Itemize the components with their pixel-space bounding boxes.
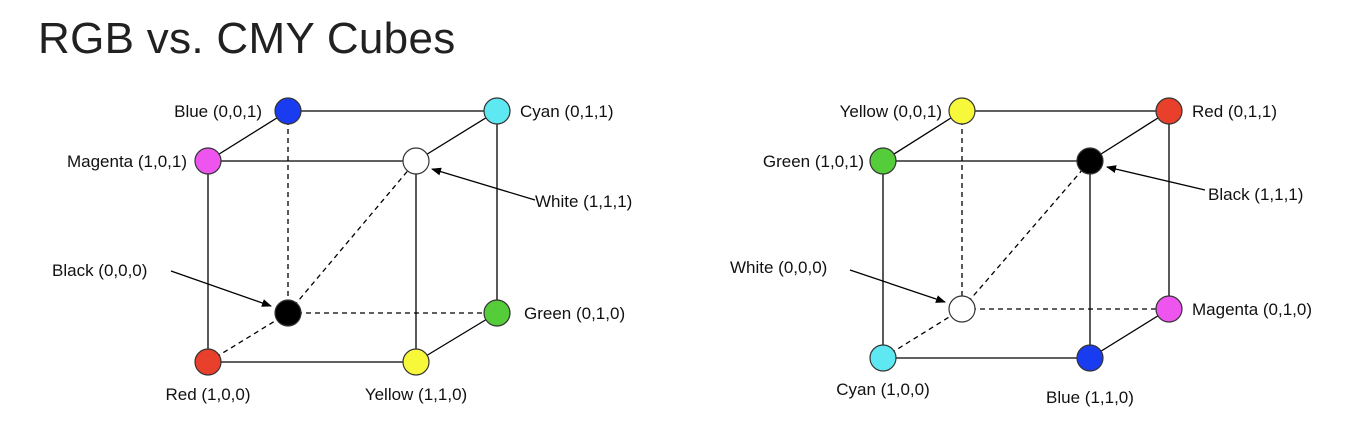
vertex-label-red: Red (1,0,0) [165,385,250,404]
vertex-yellow [948,97,976,125]
vertex-white [402,147,430,175]
vertex-magenta [194,147,222,175]
vertex-label-white: White (1,1,1) [535,192,632,211]
vertex-green [869,147,897,175]
edge [207,110,289,162]
vertex-black [274,299,302,327]
page-title: RGB vs. CMY Cubes [38,14,456,63]
vertex-label-red: Red (0,1,1) [1192,102,1277,121]
vertex-label-cyan: Cyan (0,1,1) [520,102,614,121]
vertex-blue [1076,344,1104,372]
vertex-cyan [483,97,511,125]
vertex-white [948,295,976,323]
vertex-label-green: Green (1,0,1) [763,152,864,171]
edge [882,110,963,162]
vertex-label-yellow: Yellow (0,0,1) [840,102,942,121]
vertex-label-black: Black (0,0,0) [52,261,147,280]
vertex-label-black: Black (1,1,1) [1208,185,1303,204]
edge [1089,110,1170,162]
vertex-label-blue: Blue (0,0,1) [174,102,262,121]
vertex-yellow [402,348,430,376]
vertex-magenta [1155,295,1183,323]
diagonal-gray-axis [287,160,417,314]
vertex-label-yellow: Yellow (1,1,0) [365,385,467,404]
vertex-red [1155,97,1183,125]
vertex-label-magenta: Magenta (0,1,0) [1192,300,1312,319]
diagonal-gray-axis [961,160,1091,310]
hidden-edge [882,308,963,359]
white-pointer-arrow [431,167,536,201]
vertex-red [194,348,222,376]
vertex-blue [274,97,302,125]
white-pointer-arrow [849,269,946,303]
edge [1089,308,1170,359]
vertex-cyan [869,344,897,372]
vertex-label-blue: Blue (1,1,0) [1046,388,1134,407]
edge [415,110,498,162]
cmy-cube: Yellow (0,0,1) Red (0,1,1) Green (1,0,1)… [730,97,1312,407]
vertex-green [483,299,511,327]
vertex-black [1076,147,1104,175]
hidden-edge [207,312,289,363]
black-pointer-arrow [170,270,272,307]
black-pointer-arrow [1106,165,1206,191]
vertex-label-green: Green (0,1,0) [524,304,625,323]
vertex-label-cyan: Cyan (1,0,0) [836,380,930,399]
vertex-label-magenta: Magenta (1,0,1) [67,152,187,171]
vertex-label-white: White (0,0,0) [730,258,827,277]
rgb-cube: Blue (0,0,1) Cyan (0,1,1) Magenta (1,0,1… [52,97,632,404]
edge [415,312,498,363]
